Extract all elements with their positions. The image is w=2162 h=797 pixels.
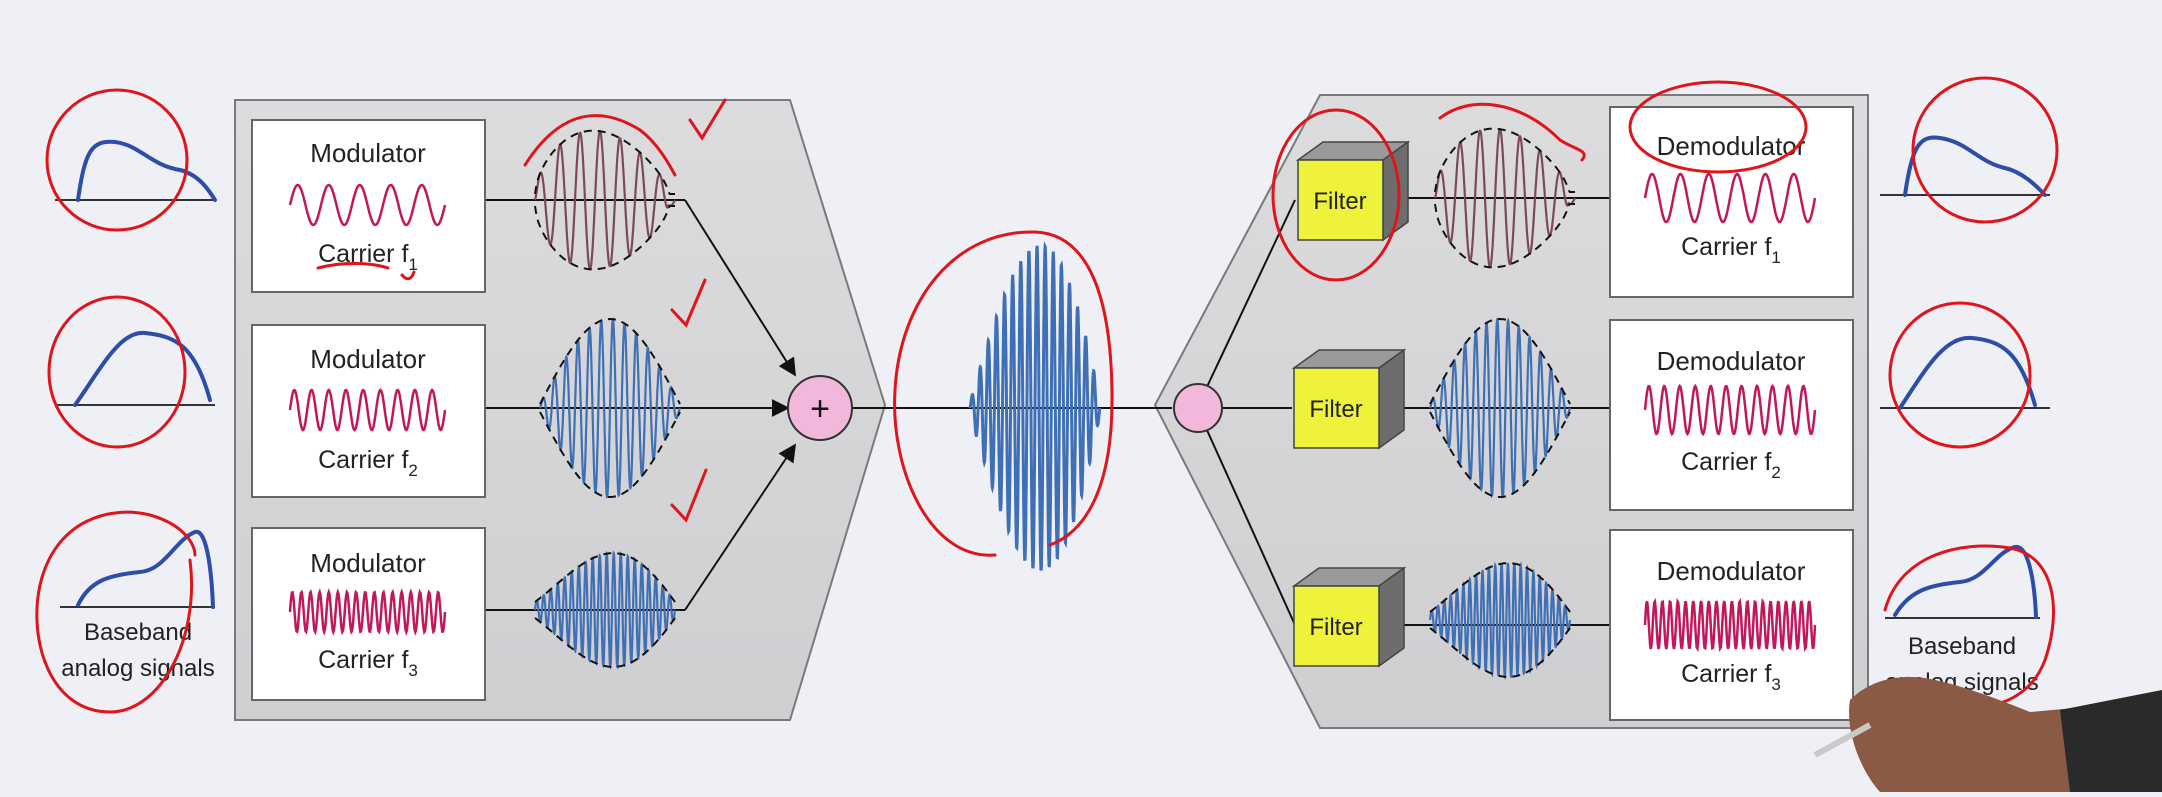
composite-signal: [968, 240, 1102, 571]
waveforms: [288, 127, 1817, 680]
annotation-scribble: [1438, 102, 1586, 162]
sum-symbol: +: [810, 390, 830, 428]
baseband-curve-1: [76, 139, 217, 202]
annotation-tick: [400, 270, 416, 281]
baseband-label-right-1: Baseband: [1908, 633, 2016, 660]
baseband-curve-2: [73, 330, 212, 407]
envelope-up: [539, 317, 681, 405]
annotation-arc: [893, 230, 1114, 557]
filter-label: Filter: [1313, 188, 1366, 215]
envelope-down: [539, 411, 681, 499]
carrier-wave-2: [288, 388, 447, 432]
split-node: [1173, 383, 1223, 433]
annotation-circle: [35, 510, 197, 714]
baseband-curve-4: [1903, 135, 2047, 197]
annotation-circle: [47, 295, 187, 449]
envelope-up: [534, 552, 676, 603]
filtered-signal-3: [1428, 561, 1572, 680]
annotation-circle: [1883, 544, 2055, 709]
carrier-wave-1: [288, 183, 447, 227]
demodulator-label: Demodulator: [1657, 556, 1806, 586]
filter-block-1: Filter: [1295, 140, 1411, 242]
envelope-down: [534, 617, 676, 668]
modulator-label: Modulator: [310, 138, 426, 168]
filter-label: Filter: [1309, 396, 1362, 423]
carrier-wave-2: [1643, 383, 1817, 437]
baseband-curve-6: [1893, 545, 2038, 619]
baseband-curves: [73, 135, 2047, 619]
modulated-signal-3: [533, 550, 677, 670]
demodulator-box-1: Demodulator Carrier f1: [1609, 106, 1854, 298]
baseband-curve-3: [76, 530, 215, 609]
annotation-circle: [1628, 80, 1808, 174]
carrier-wave-1: [1643, 172, 1817, 224]
annotation-circle: [1888, 301, 2032, 449]
carrier-label-3: Carrier f3: [318, 646, 418, 680]
annotation-scribble: [523, 114, 677, 177]
annotation-check: [670, 468, 708, 523]
envelope-down: [1429, 411, 1571, 499]
modulator-box-3: Modulator Carrier f3: [251, 527, 486, 701]
filter-label: Filter: [1309, 614, 1362, 641]
handwritten-annotations: [35, 76, 2059, 714]
annotation-check: [688, 98, 727, 141]
summing-node: +: [787, 375, 853, 441]
demodulator-label: Demodulator: [1657, 131, 1806, 161]
envelope-down: [534, 205, 675, 271]
multiplexer-connections: [485, 199, 796, 611]
filtered-signal-1: [1434, 127, 1576, 269]
annotation-underline: [316, 262, 390, 270]
annotation-circle: [45, 88, 189, 232]
envelope-down: [1429, 627, 1571, 678]
annotation-circle: [1271, 108, 1401, 282]
envelope-up: [1429, 562, 1571, 613]
baseband-curve-5: [1898, 335, 2037, 410]
annotation-check: [670, 278, 707, 328]
carrier-label-3: Carrier f3: [1681, 660, 1781, 694]
modulated-signal-2: [539, 317, 681, 499]
filtered-signal-2: [1429, 317, 1571, 499]
carrier-wave-3: [288, 588, 447, 636]
modulator-label: Modulator: [310, 548, 426, 578]
baseband-label-left-2: analog signals: [61, 655, 214, 682]
demodulator-label: Demodulator: [1657, 346, 1806, 376]
envelope-up: [534, 129, 675, 195]
envelope-down: [1434, 203, 1575, 269]
envelope-up: [1429, 317, 1571, 405]
carrier-label-2: Carrier f2: [1681, 448, 1781, 482]
carrier-wave-3: [1643, 597, 1817, 653]
demodulator-box-3: Demodulator Carrier f3: [1609, 529, 1854, 721]
filter-block-2: Filter: [1291, 348, 1407, 450]
modulated-signal-1: [534, 129, 676, 271]
envelope-up: [1434, 127, 1575, 193]
carrier-label-2: Carrier f2: [318, 446, 418, 480]
baseband-label-left-1: Baseband: [84, 619, 192, 646]
annotation-circle: [1911, 76, 2059, 224]
carrier-label-1: Carrier f1: [1681, 233, 1781, 267]
presenter-hand: [1813, 676, 2162, 792]
filter-block-3: Filter: [1291, 566, 1407, 668]
modulator-label: Modulator: [310, 344, 426, 374]
